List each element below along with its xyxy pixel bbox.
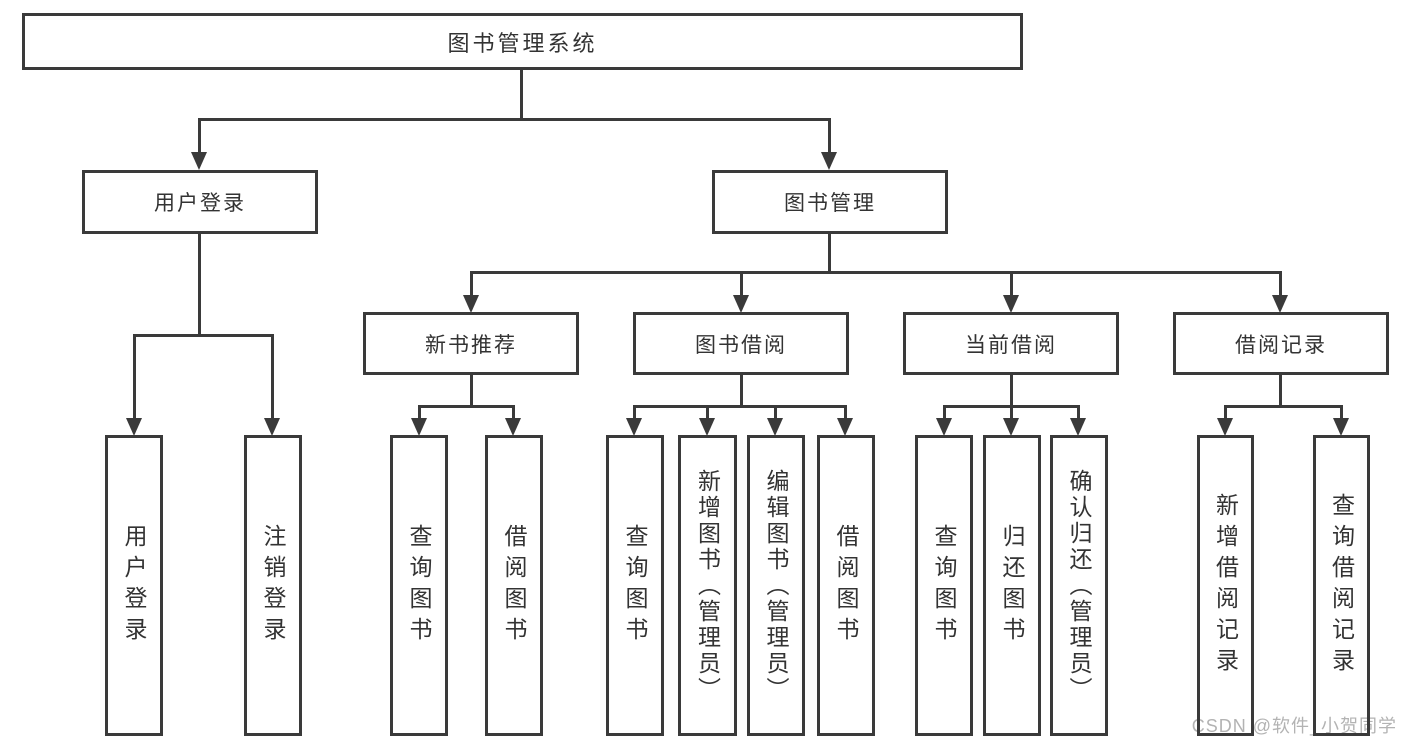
leaf-label: 查询图书 [622, 523, 648, 648]
connector-mgmt-rail [470, 271, 1282, 274]
arrowhead-down-icon [411, 418, 427, 436]
node-book-borrowing: 图书借阅 [633, 312, 849, 375]
arrowhead-down-icon [264, 418, 280, 436]
arrowhead-down-icon [1217, 418, 1233, 436]
arrowhead-down-icon [821, 152, 837, 170]
node-new-book-recommend: 新书推荐 [363, 312, 579, 375]
leaf-query-borrow-record: 查询借阅记录 [1313, 435, 1370, 736]
leaf-add-borrow-record: 新增借阅记录 [1197, 435, 1254, 736]
connector-borrowing-drop-2 [706, 405, 709, 419]
connector-recommend-drop-2 [512, 405, 515, 419]
leaf-label: 归还图书 [999, 523, 1025, 648]
node-book-management: 图书管理 [712, 170, 948, 234]
arrowhead-down-icon [767, 418, 783, 436]
arrowhead-down-icon [936, 418, 952, 436]
connector-records-drop-1 [1224, 405, 1227, 419]
connector-records-rail [1224, 405, 1342, 408]
node-label: 图书管理系统 [447, 30, 598, 56]
connector-mgmt-drop-1 [470, 271, 473, 296]
arrowhead-down-icon [1003, 418, 1019, 436]
connector-mgmt-stem [828, 234, 831, 274]
node-library-management-system: 图书管理系统 [22, 13, 1023, 70]
leaf-query-books-current: 查询图书 [915, 435, 973, 736]
connector-borrowing-drop-4 [844, 405, 847, 419]
connector-mgmt-drop-2 [740, 271, 743, 296]
arrowhead-down-icon [1003, 295, 1019, 313]
leaf-label: 注销登录 [260, 523, 286, 648]
arrowhead-down-icon [191, 152, 207, 170]
leaf-label: 借阅图书 [833, 523, 859, 648]
leaf-add-book-admin: 新增图书（管理员） [678, 435, 737, 736]
connector-recommend-rail [418, 405, 515, 408]
leaf-user-login: 用户登录 [105, 435, 163, 736]
leaf-label: 查询图书 [931, 523, 957, 648]
connector-login-drop-2 [271, 334, 274, 418]
connector-recommend-stem [470, 375, 473, 408]
leaf-borrow-books: 借阅图书 [817, 435, 875, 736]
connector-mgmt-drop-3 [1010, 271, 1013, 296]
node-borrow-records: 借阅记录 [1173, 312, 1389, 375]
arrowhead-down-icon [463, 295, 479, 313]
arrowhead-down-icon [837, 418, 853, 436]
connector-login-stem [198, 234, 201, 337]
arrowhead-down-icon [126, 418, 142, 436]
leaf-label: 借阅图书 [501, 523, 527, 648]
leaf-label: 新增借阅记录 [1212, 492, 1239, 679]
node-current-borrowing: 当前借阅 [903, 312, 1119, 375]
node-label: 用户登录 [154, 192, 246, 215]
connector-records-drop-2 [1340, 405, 1343, 419]
connector-root-rail [198, 118, 831, 121]
leaf-return-books: 归还图书 [983, 435, 1041, 736]
node-label: 图书管理 [784, 192, 876, 215]
connector-root-drop-left [198, 118, 201, 152]
arrowhead-down-icon [505, 418, 521, 436]
arrowhead-down-icon [699, 418, 715, 436]
connector-login-rail [133, 334, 274, 337]
arrowhead-down-icon [626, 418, 642, 436]
connector-borrowing-rail [633, 405, 846, 408]
leaf-query-books-recommend: 查询图书 [390, 435, 448, 736]
connector-recommend-drop-1 [418, 405, 421, 419]
connector-borrowing-stem [740, 375, 743, 408]
leaf-label: 查询图书 [406, 523, 432, 648]
connector-root-stem [520, 70, 523, 120]
arrowhead-down-icon [1333, 418, 1349, 436]
leaf-query-books-borrowing: 查询图书 [606, 435, 664, 736]
leaf-logout: 注销登录 [244, 435, 302, 736]
leaf-label: 确认归还（管理员） [1066, 468, 1092, 703]
leaf-label: 编辑图书（管理员） [763, 468, 789, 703]
leaf-label: 新增图书（管理员） [694, 468, 721, 703]
connector-records-stem [1279, 375, 1282, 408]
connector-current-drop-3 [1077, 405, 1080, 419]
leaf-borrow-books-recommend: 借阅图书 [485, 435, 543, 736]
connector-mgmt-drop-4 [1279, 271, 1282, 296]
node-user-login: 用户登录 [82, 170, 318, 234]
connector-borrowing-drop-3 [774, 405, 777, 419]
arrowhead-down-icon [1070, 418, 1086, 436]
node-label: 借阅记录 [1235, 333, 1327, 357]
node-label: 图书借阅 [695, 333, 787, 357]
node-label: 新书推荐 [425, 333, 517, 357]
arrowhead-down-icon [733, 295, 749, 313]
connector-current-drop-1 [943, 405, 946, 419]
leaf-confirm-return-admin: 确认归还（管理员） [1050, 435, 1108, 736]
connector-borrowing-drop-1 [633, 405, 636, 419]
connector-login-drop-1 [133, 334, 136, 418]
leaf-edit-book-admin: 编辑图书（管理员） [747, 435, 805, 736]
node-label: 当前借阅 [965, 333, 1057, 357]
csdn-watermark: CSDN @软件_小贺同学 [1191, 716, 1397, 736]
connector-root-drop-right [828, 118, 831, 152]
leaf-label: 用户登录 [121, 523, 147, 648]
connector-current-stem [1010, 375, 1013, 408]
arrowhead-down-icon [1272, 295, 1288, 313]
leaf-label: 查询借阅记录 [1328, 492, 1355, 679]
connector-current-drop-2 [1010, 405, 1013, 419]
